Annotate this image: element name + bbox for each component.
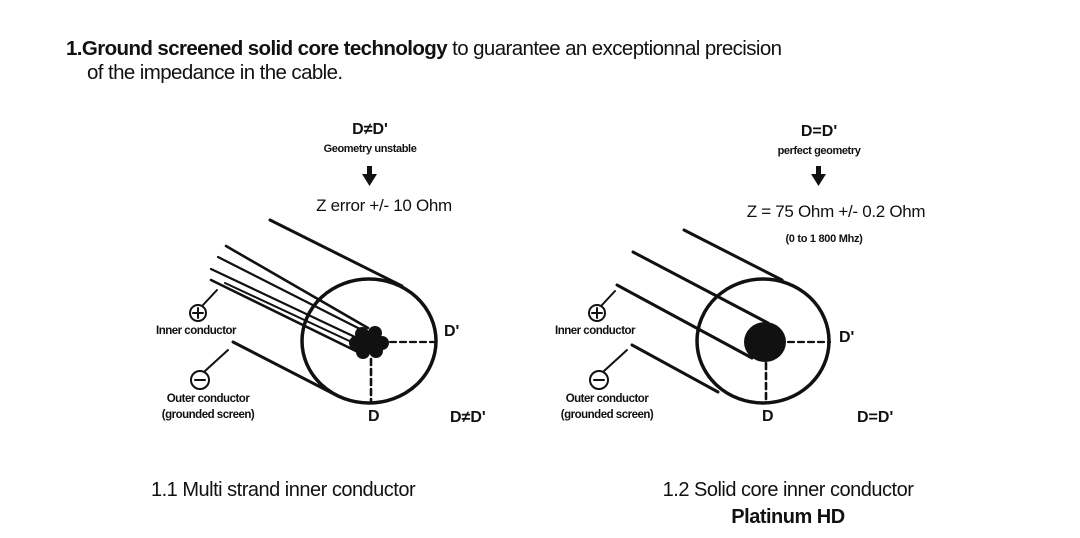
- right-cable-diagram: [588, 166, 832, 405]
- left-condition: D≠D': [352, 121, 388, 138]
- left-d-prime-label: D': [444, 323, 460, 340]
- minus-icon: [190, 349, 229, 390]
- right-condition: D=D': [800, 123, 838, 140]
- minus-icon: [589, 349, 628, 390]
- strand-line: [216, 255, 362, 331]
- heading-line-2: of the impedance in the cable.: [87, 61, 343, 84]
- outer-jacket-bottom-line: [231, 340, 334, 395]
- strand-line: [224, 282, 359, 346]
- right-d-label: D: [762, 408, 774, 425]
- plus-icon: [588, 290, 616, 322]
- right-inner-conductor-label: Inner conductor: [555, 325, 636, 337]
- multi-strand-core: [349, 326, 389, 359]
- inner-conductor-bottom-line: [615, 283, 754, 360]
- heading-bold: 1.Ground screened solid core technology: [66, 37, 448, 60]
- right-relation: D=D': [857, 409, 894, 426]
- heading-line-1: 1.Ground screened solid core technology …: [66, 36, 782, 62]
- strand-line: [209, 267, 357, 339]
- right-d-prime-label: D': [839, 329, 855, 346]
- right-grounded-screen-label: (grounded screen): [560, 409, 654, 421]
- right-caption: 1.2 Solid core inner conductor: [662, 479, 914, 501]
- plus-icon: [189, 289, 218, 322]
- outer-jacket-top-line: [268, 218, 404, 288]
- outer-conductor-circle: [300, 277, 438, 405]
- left-condition-note: Geometry unstable: [323, 143, 417, 155]
- left-inner-conductor-label: Inner conductor: [156, 325, 237, 337]
- strand-line: [209, 278, 362, 355]
- right-condition-note: perfect geometry: [777, 145, 861, 157]
- left-relation: D≠D': [450, 409, 486, 426]
- down-arrow-icon: [811, 166, 826, 186]
- left-cable-diagram: [189, 166, 438, 405]
- outer-jacket-top-line: [682, 228, 784, 282]
- left-d-label: D: [368, 408, 380, 425]
- right-frequency-range: (0 to 1 800 Mhz): [785, 233, 863, 245]
- heading-rest: to guarantee an exceptionnal precision: [447, 37, 782, 60]
- outer-jacket-bottom-line: [630, 343, 720, 394]
- right-impedance: Z = 75 Ohm +/- 0.2 Ohm: [746, 202, 926, 221]
- right-product-name: Platinum HD: [731, 506, 845, 528]
- strand-line: [224, 244, 370, 330]
- left-outer-conductor-label: Outer conductor: [166, 393, 250, 405]
- left-grounded-screen-label: (grounded screen): [161, 409, 255, 421]
- solid-core: [744, 322, 786, 362]
- left-caption: 1.1 Multi strand inner conductor: [151, 479, 416, 501]
- down-arrow-icon: [362, 166, 377, 186]
- inner-conductor-top-line: [631, 250, 770, 325]
- left-impedance: Z error +/- 10 Ohm: [316, 196, 452, 215]
- right-outer-conductor-label: Outer conductor: [565, 393, 649, 405]
